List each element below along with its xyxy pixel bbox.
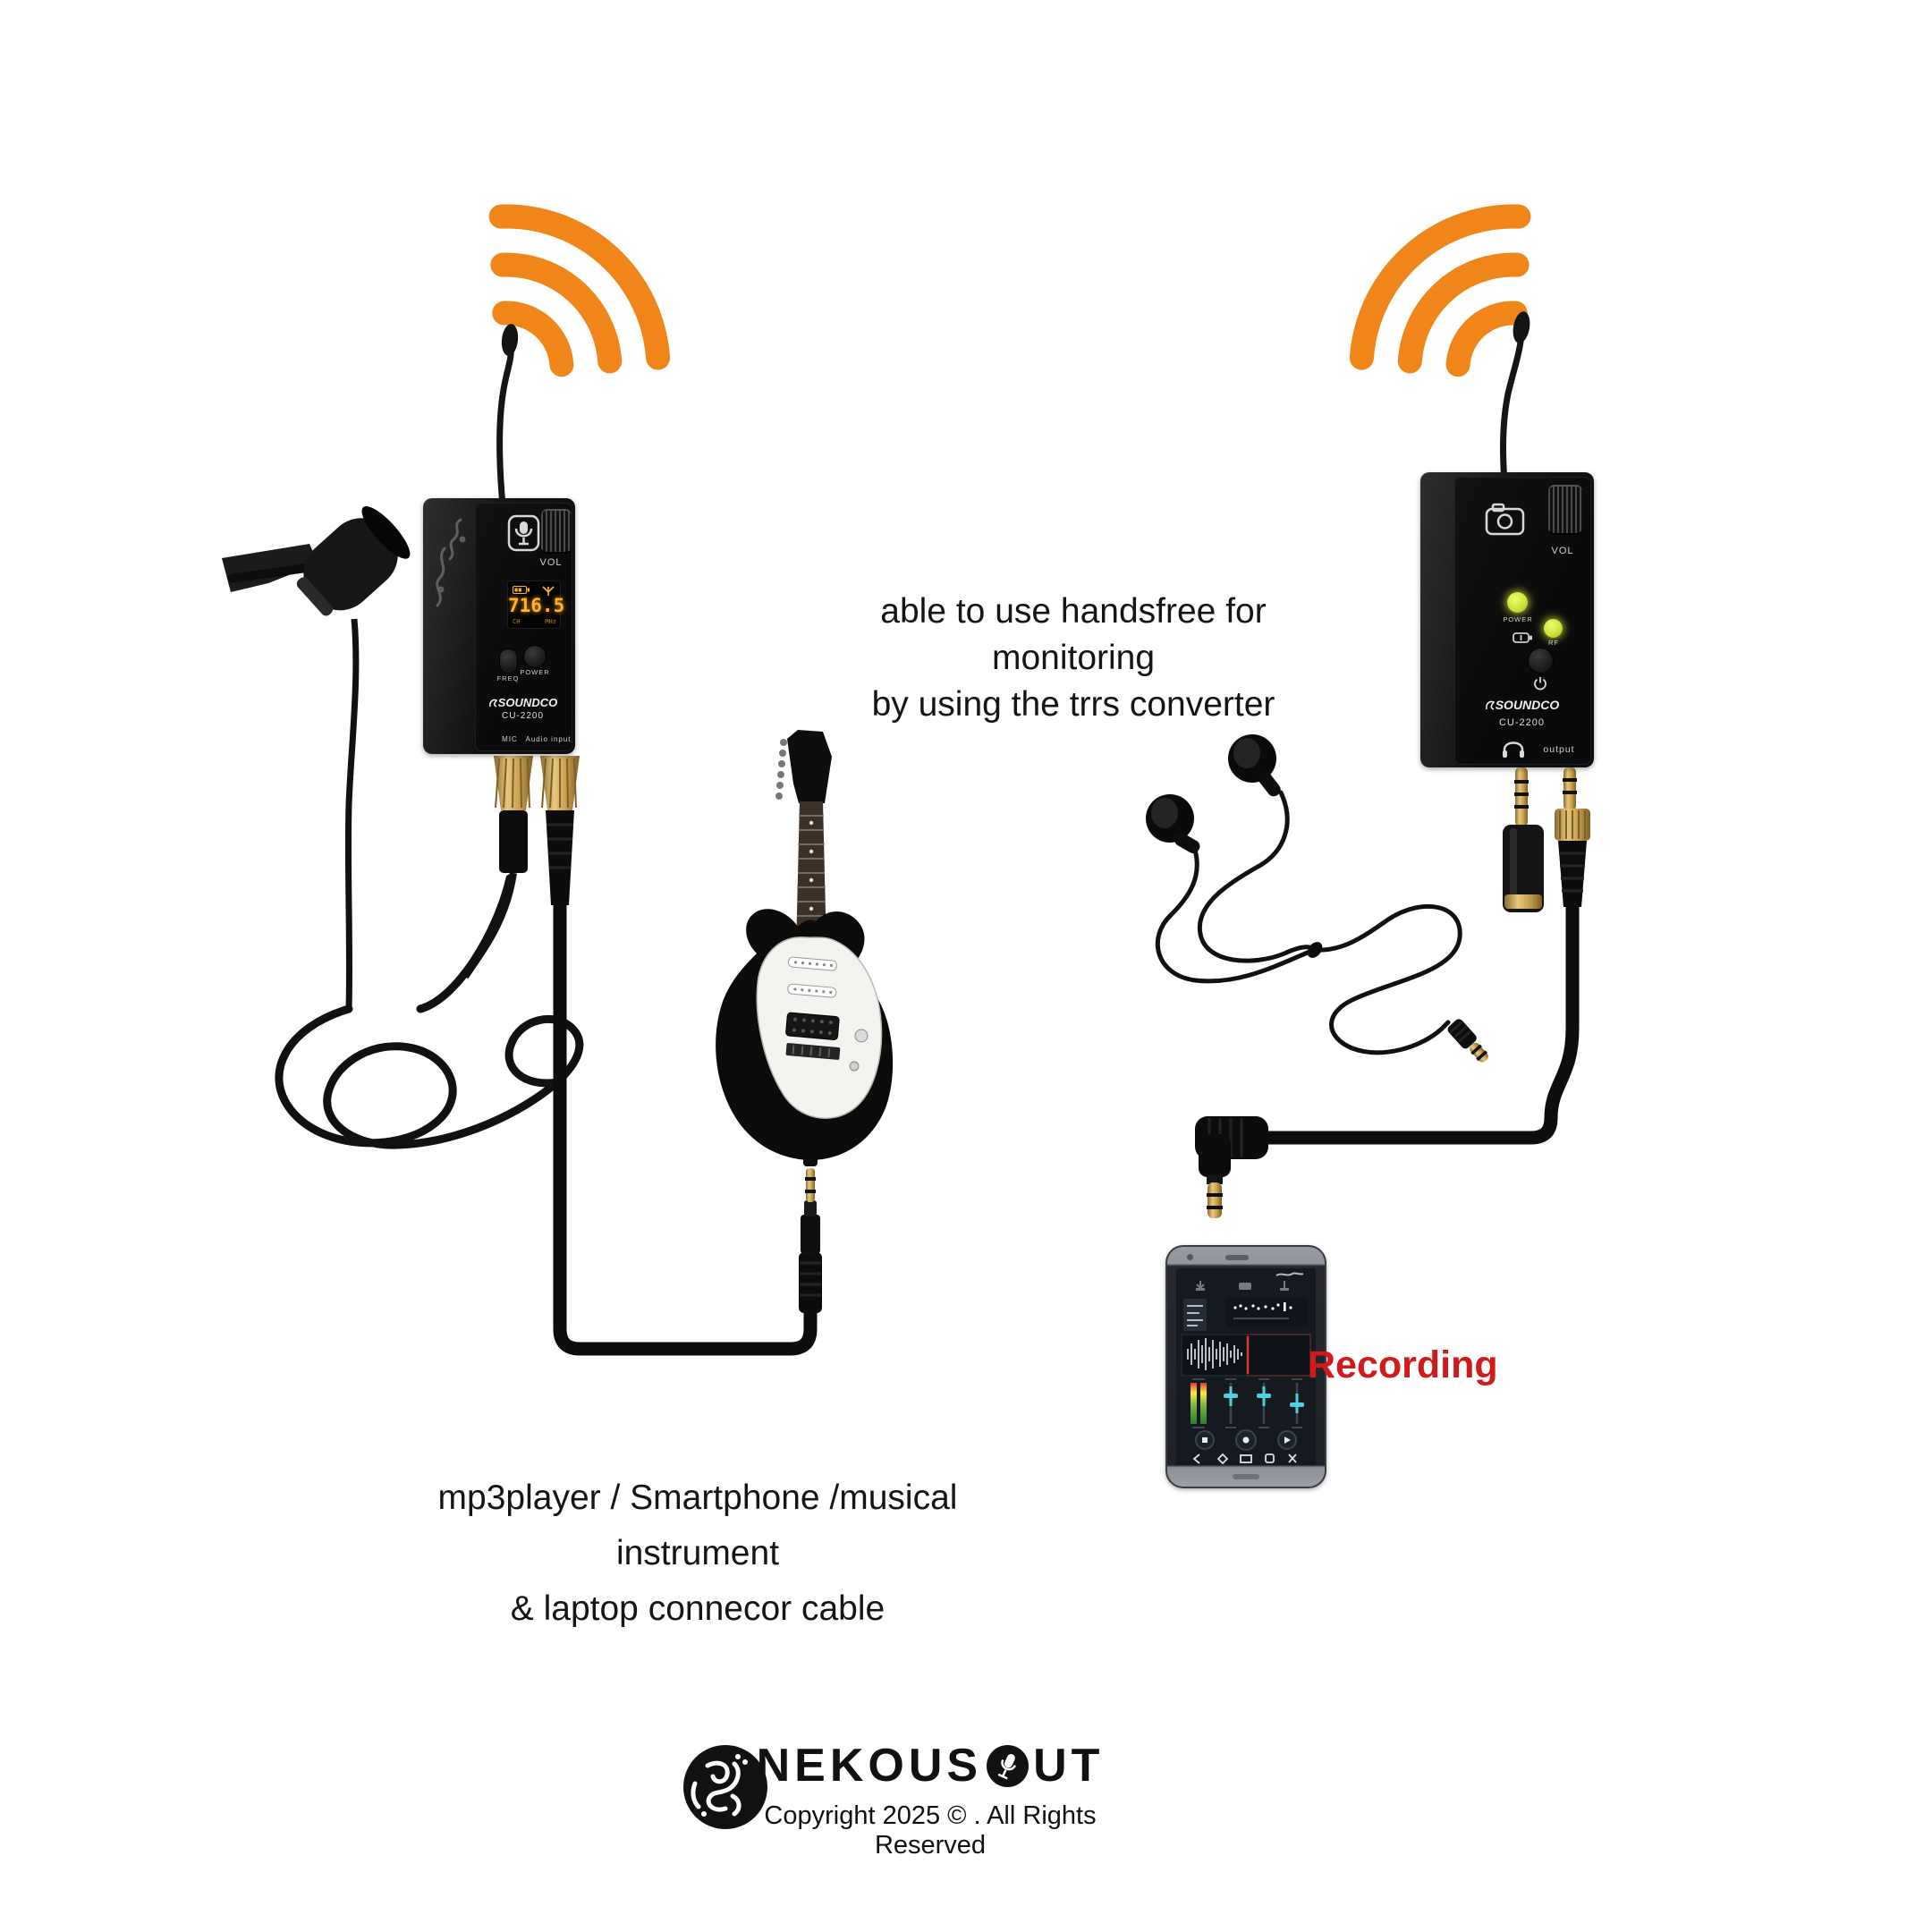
monitoring-note: able to use handsfree for monitoring by … [823, 589, 1324, 728]
frequency-readout: 716.5 [508, 595, 565, 616]
calligraphy-watermark [436, 518, 466, 607]
camera-icon [1485, 503, 1525, 536]
channel-label: CH [513, 618, 521, 625]
receiver-power-button[interactable] [1528, 648, 1554, 674]
recording-app-ui [1176, 1268, 1316, 1465]
transmitter-brand: SOUNDCO [475, 696, 571, 709]
power-led-label: POWER [1503, 615, 1533, 623]
headphone-icon [1503, 741, 1524, 758]
recording-label: Recording [1308, 1343, 1498, 1386]
transmitter-volume-knob[interactable] [541, 509, 572, 554]
transmitter-unit: VOL 716.5 CH MHz FREQ POWER SOUNDCO CU-2… [423, 498, 575, 754]
footer-brand: NEKOUS UT [756, 1739, 1105, 1792]
rf-led-label: RF [1548, 639, 1559, 647]
monitoring-note-line1: able to use handsfree for monitoring [880, 592, 1267, 677]
wifi-signal-icon-left [488, 204, 671, 377]
monitoring-note-line2: by using the trrs converter [871, 685, 1275, 724]
transmitter-antenna [496, 324, 519, 509]
home-slot [1233, 1474, 1259, 1479]
audio-input-port-label: Audio input [525, 735, 572, 743]
footer-logo [683, 1745, 767, 1829]
brand-mic-o-icon [987, 1744, 1030, 1787]
connector-note: mp3player / Smartphone /musical instrume… [376, 1470, 1020, 1637]
mic-plug [462, 756, 533, 979]
output-port-label: output [1543, 744, 1575, 755]
brand-text-right: UT [1033, 1740, 1105, 1792]
mic-icon [507, 514, 540, 552]
footer-copyright: Copyright 2025 © . All Rights Reserved [764, 1801, 1097, 1860]
android-nav-bar[interactable] [1192, 1453, 1297, 1465]
mic-port-label: MIC [502, 735, 518, 743]
transport-buttons[interactable] [1195, 1429, 1297, 1451]
power-button-label: POWER [520, 668, 550, 676]
audio-input-plug [540, 756, 580, 905]
earbuds [1146, 734, 1488, 1063]
battery-icon [1513, 632, 1532, 643]
receiver-unit: VOL POWER RF SOUNDCO CU-2200 output [1420, 472, 1594, 767]
earbud-plug [1447, 1019, 1488, 1063]
earpiece-speaker [1225, 1255, 1249, 1260]
mic-cable-coil [275, 874, 584, 1149]
instrument-cable [553, 905, 822, 1356]
brand-mic-swirl-icon [488, 699, 497, 708]
brand-mic-swirl-icon [1485, 700, 1495, 710]
brand-text-left: NEKOUS [756, 1740, 983, 1792]
freq-button-label: FREQ [496, 674, 520, 682]
freq-button[interactable] [499, 648, 518, 674]
rf-led [1544, 619, 1563, 638]
power-button[interactable] [523, 645, 547, 668]
front-camera-dot [1187, 1254, 1193, 1260]
power-led [1507, 592, 1528, 613]
transmitter-display: 716.5 CH MHz [507, 580, 565, 629]
output-plug [1555, 767, 1590, 907]
mhz-label: MHz [545, 618, 556, 625]
recording-app-screen [1176, 1268, 1316, 1465]
transmitter-vol-label: VOL [539, 557, 563, 568]
connector-note-line1: mp3player / Smartphone /musical instrume… [437, 1479, 958, 1572]
antenna-signal-icon [542, 586, 555, 596]
wifi-signal-icon-right [1349, 204, 1531, 377]
guitar [716, 730, 894, 1166]
battery-icon [513, 586, 530, 594]
lavalier-mic [222, 505, 411, 1010]
power-symbol-icon [1534, 677, 1546, 691]
receiver-model: CU-2200 [1498, 717, 1546, 728]
smartphone [1165, 1245, 1326, 1488]
output-cable [1195, 907, 1580, 1218]
connector-note-line2: & laptop connecor cable [510, 1589, 886, 1628]
receiver-vol-label: VOL [1551, 546, 1574, 556]
receiver-volume-knob[interactable] [1548, 485, 1582, 535]
transmitter-model: CU-2200 [501, 711, 545, 721]
receiver-brand: SOUNDCO [1454, 698, 1589, 712]
trrs-converter [1503, 767, 1544, 912]
